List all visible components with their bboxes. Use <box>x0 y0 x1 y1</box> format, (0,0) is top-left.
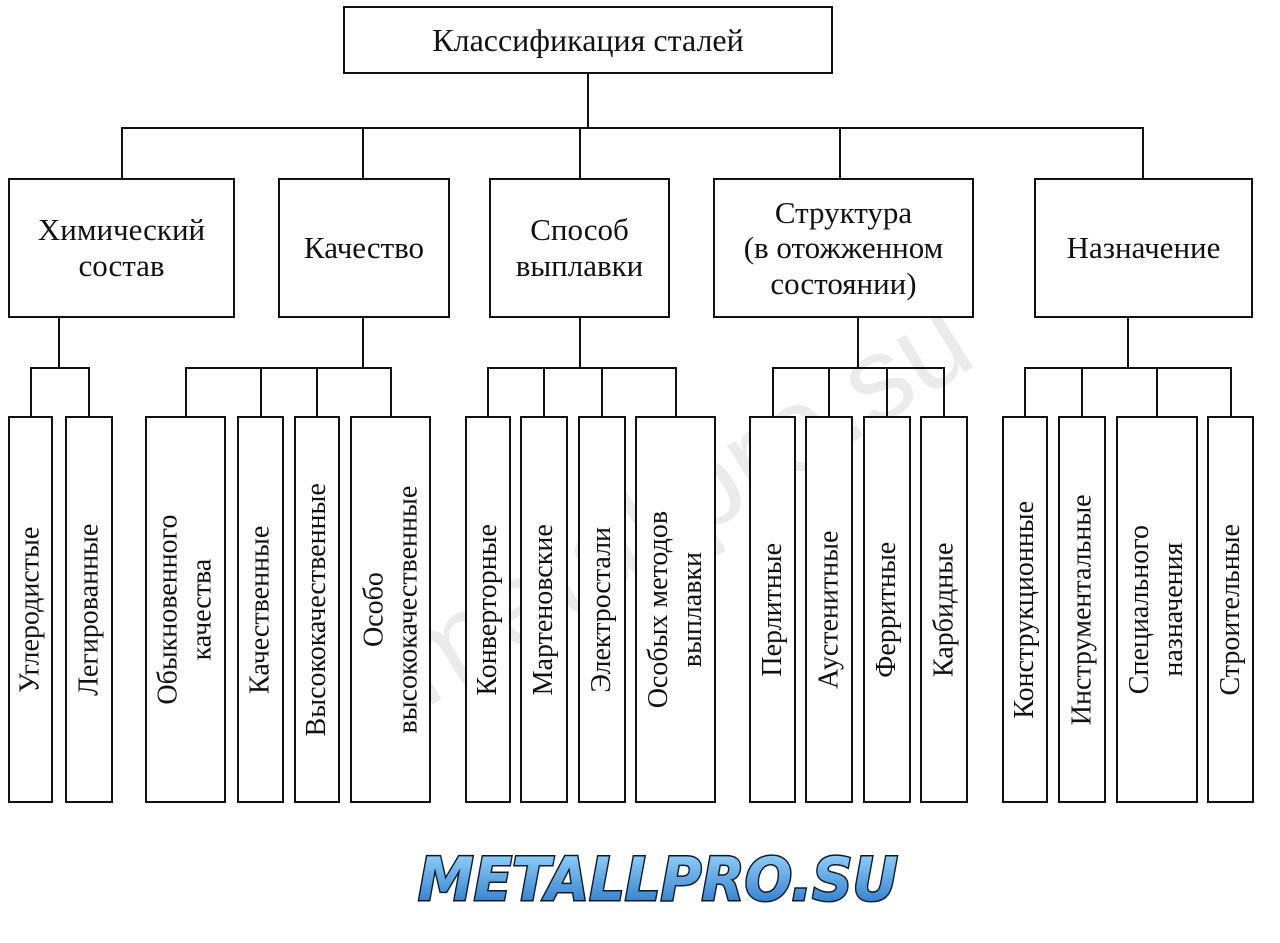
leaf-box-5-3: Специального назначения <box>1116 416 1198 803</box>
category-box-1-label: Химический состав <box>37 212 206 283</box>
leaf-box-2-2-label: Качественные <box>244 525 276 694</box>
leaf-box-2-2: Качественные <box>237 416 284 803</box>
leaf-box-3-3: Электростали <box>578 416 626 803</box>
leaf-box-5-2-label: Инструментальные <box>1066 494 1098 725</box>
category-stem-1 <box>58 318 60 368</box>
leaf-box-4-4: Карбидные <box>920 416 968 803</box>
leaf-connector-5-1 <box>1024 368 1026 416</box>
leaf-connector-4-3 <box>886 368 888 416</box>
category-box-5-label: Назначение <box>1066 230 1221 266</box>
leaf-box-3-4-label: Особых методов выплавки <box>642 510 708 709</box>
leaf-box-3-1: Конверторные <box>465 416 511 803</box>
category-stem-4 <box>857 318 859 368</box>
root-box: Классификация сталей <box>343 6 833 74</box>
leaf-box-5-4-label: Строительные <box>1214 523 1246 696</box>
category-box-2-label: Качество <box>303 230 425 266</box>
leaf-box-5-2: Инструментальные <box>1058 416 1106 803</box>
category-branch-2 <box>362 128 364 178</box>
leaf-connector-1-2 <box>88 368 90 416</box>
leaf-connector-5-2 <box>1081 368 1083 416</box>
category-box-2: Качество <box>278 178 450 318</box>
leaf-bus-1 <box>30 367 90 369</box>
leaf-box-2-1: Обыкновенного качества <box>145 416 226 803</box>
leaf-box-4-4-label: Карбидные <box>928 542 960 677</box>
category-box-1: Химический состав <box>8 178 235 318</box>
leaf-box-2-3: Высококачественные <box>294 416 340 803</box>
leaf-connector-3-4 <box>675 368 677 416</box>
leaf-box-5-1: Конструкционные <box>1002 416 1048 803</box>
leaf-connector-4-2 <box>828 368 830 416</box>
metallpro-logo: METALLPRO.SU <box>417 844 900 917</box>
category-stem-5 <box>1127 318 1129 368</box>
leaf-box-4-2-label: Аустенитные <box>813 530 845 689</box>
leaf-connector-2-4 <box>390 368 392 416</box>
leaf-bus-2 <box>185 367 392 369</box>
leaf-connector-4-1 <box>772 368 774 416</box>
category-branch-4 <box>839 128 841 178</box>
leaf-box-5-4: Строительные <box>1207 416 1254 803</box>
leaf-box-1-2-label: Легированные <box>73 523 105 696</box>
leaf-bus-3 <box>487 367 677 369</box>
leaf-bus-5 <box>1024 367 1232 369</box>
leaf-box-4-3-label: Ферритные <box>871 541 903 678</box>
category-box-3: Способ выплавки <box>489 178 670 318</box>
leaf-box-2-4-label: Особо высококачественные <box>357 485 423 734</box>
trunk-line <box>121 127 1144 129</box>
leaf-connector-2-3 <box>316 368 318 416</box>
leaf-box-4-1-label: Перлитные <box>756 542 788 677</box>
leaf-box-2-4: Особо высококачественные <box>350 416 431 803</box>
category-stem-2 <box>362 318 364 368</box>
leaf-connector-2-2 <box>260 368 262 416</box>
leaf-connector-3-1 <box>487 368 489 416</box>
logo-text: METALLPRO.SU <box>418 845 898 915</box>
leaf-box-1-1-label: Углеродистые <box>14 526 46 693</box>
leaf-connector-1-1 <box>30 368 32 416</box>
leaf-box-1-2: Легированные <box>65 416 113 803</box>
root-box-label: Классификация сталей <box>432 21 744 58</box>
category-box-4: Структура (в отожженном состоянии) <box>713 178 974 318</box>
leaf-box-3-4: Особых методов выплавки <box>635 416 716 803</box>
leaf-box-3-3-label: Электростали <box>586 526 618 693</box>
leaf-box-1-1: Углеродистые <box>8 416 53 803</box>
leaf-connector-3-3 <box>601 368 603 416</box>
leaf-box-4-2: Аустенитные <box>805 416 853 803</box>
leaf-bus-4 <box>772 367 945 369</box>
root-connector <box>587 74 589 128</box>
leaf-box-2-3-label: Высококачественные <box>301 482 333 737</box>
category-box-4-label: Структура (в отожженном состоянии) <box>743 194 944 301</box>
leaf-connector-4-4 <box>943 368 945 416</box>
leaf-box-4-1: Перлитные <box>749 416 796 803</box>
category-branch-5 <box>1142 128 1144 178</box>
leaf-connector-2-1 <box>185 368 187 416</box>
leaf-connector-5-3 <box>1156 368 1158 416</box>
leaf-box-3-1-label: Конверторные <box>472 523 504 696</box>
category-stem-3 <box>579 318 581 368</box>
category-branch-3 <box>579 128 581 178</box>
category-branch-1 <box>121 128 123 178</box>
leaf-box-3-2-label: Мартеновские <box>528 523 560 696</box>
leaf-box-2-1-label: Обыкновенного качества <box>152 514 218 705</box>
category-box-3-label: Способ выплавки <box>515 212 644 283</box>
leaf-connector-5-4 <box>1230 368 1232 416</box>
leaf-box-5-1-label: Конструкционные <box>1009 500 1041 719</box>
category-box-5: Назначение <box>1034 178 1253 318</box>
leaf-box-5-3-label: Специального назначения <box>1124 524 1189 695</box>
leaf-connector-3-2 <box>543 368 545 416</box>
leaf-box-3-2: Мартеновские <box>520 416 568 803</box>
leaf-box-4-3: Ферритные <box>863 416 911 803</box>
